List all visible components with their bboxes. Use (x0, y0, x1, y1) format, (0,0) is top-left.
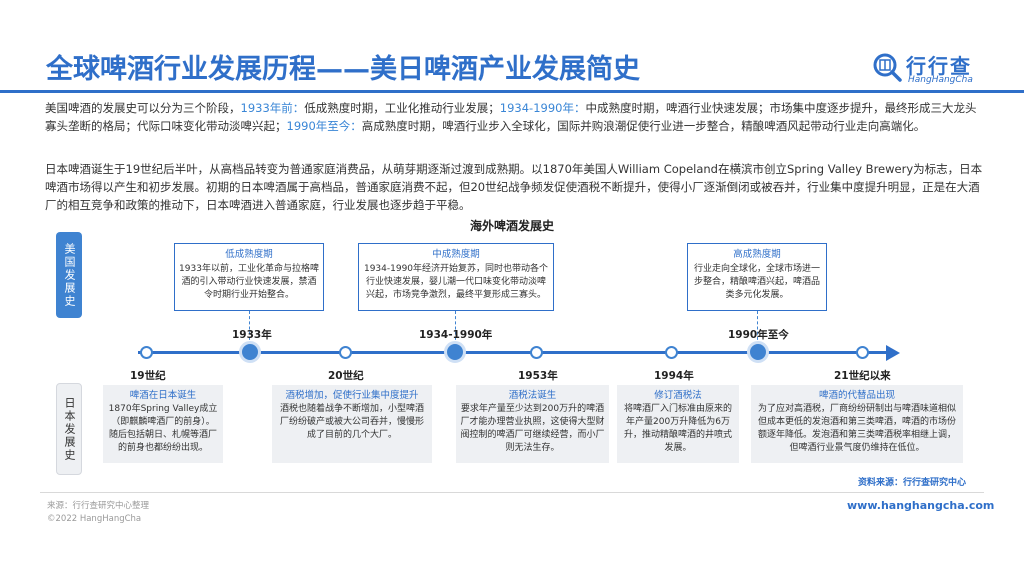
jp-event-title: 酒税法诞生 (508, 390, 557, 401)
intro-paragraph-japan: 日本啤酒诞生于19世纪后半叶，从高档品转变为普通家庭消费品，从萌芽期逐渐过渡到成… (45, 162, 983, 212)
us-timeline-label: 1934-1990年 (419, 329, 493, 341)
timeline-arrow-icon (886, 345, 900, 361)
website-link[interactable]: www.hanghangcha.com (847, 499, 995, 512)
jp-event-box-revision: 修订酒税法 将啤酒厂入门标准由原来的年产量200万升降低为6万升，推动精酿啤酒的… (617, 385, 739, 463)
jp-timeline-label: 1994年 (654, 370, 694, 382)
us-period-title: 低成熟度期 (225, 249, 273, 260)
jp-timeline-label: 1953年 (518, 370, 558, 382)
magnifier-logo-icon (872, 52, 902, 82)
connector-line (455, 311, 456, 345)
jp-timeline-label: 19世纪 (130, 370, 166, 382)
chart-source: 资料来源：行行查研究中心 (858, 478, 967, 488)
jp-event-text: 为了应对高酒税，厂商纷纷研制出与啤酒味道相似但成本更低的发泡酒和第三类啤酒，啤酒… (757, 404, 956, 453)
us-period-text: 行业走向全球化，全球市场进一步整合，精酿啤酒兴起，啤酒品类多元化发展。 (693, 264, 820, 300)
jp-event-title: 啤酒的代替品出现 (818, 390, 895, 401)
timeline-node (444, 341, 466, 363)
timeline-node (140, 346, 153, 359)
jp-event-title: 啤酒在日本诞生 (129, 390, 197, 401)
side-label-us: 美国发展史 (56, 232, 82, 318)
us-period-box-high: 高成熟度期 行业走向全球化，全球市场进一步整合，精酿啤酒兴起，啤酒品类多元化发展… (687, 243, 827, 311)
footer-copyright: ©2022 HangHangCha (47, 514, 142, 524)
jp-event-text: 将啤酒厂入门标准由原来的年产量200万升降低为6万升，推动精酿啤酒的井喷式发展。 (623, 404, 732, 453)
timeline-title: 海外啤酒发展史 (469, 219, 554, 233)
footer-divider (40, 492, 984, 493)
timeline-node (856, 346, 869, 359)
timeline-node (339, 346, 352, 359)
us-period-title: 中成熟度期 (432, 249, 480, 260)
timeline-node (747, 341, 769, 363)
timeline-node (239, 341, 261, 363)
us-period-text: 1933年以前，工业化革命与拉格啤酒的引入带动行业快速发展，禁酒令时期行业开始整… (179, 264, 319, 300)
jp-timeline-label: 21世纪以来 (834, 370, 891, 382)
jp-event-box-substitutes: 啤酒的代替品出现 为了应对高酒税，厂商纷纷研制出与啤酒味道相似但成本更低的发泡酒… (751, 385, 963, 463)
us-period-title: 高成熟度期 (733, 249, 781, 260)
jp-event-box-tax: 酒税增加，促使行业集中度提升 酒税也随着战争不断增加，小型啤酒厂纷纷破产或被大公… (272, 385, 432, 463)
timeline-axis (138, 351, 888, 354)
jp-event-text: 要求年产量至少达到200万升的啤酒厂才能办理营业执照，这使得大型财阀控制的啤酒厂… (460, 404, 605, 453)
us-timeline-label: 1990年至今 (728, 329, 789, 341)
us-timeline-label: 1933年 (232, 329, 272, 341)
side-label-japan: 日本发展史 (56, 383, 82, 475)
jp-event-title: 酒税增加，促使行业集中度提升 (285, 390, 419, 401)
us-period-text: 1934-1990年经济开始复苏，同时也带动各个行业快速发展，婴儿潮一代口味变化… (363, 264, 549, 300)
footer-source: 来源：行行查研究中心整理 (47, 501, 150, 511)
jp-event-box-birth: 啤酒在日本诞生 1870年Spring Valley成立（即麒麟啤酒厂的前身）。… (103, 385, 223, 463)
logo-text: 行行查 (906, 54, 972, 78)
connector-line (249, 311, 250, 345)
jp-event-title: 修订酒税法 (654, 390, 702, 401)
jp-event-text: 酒税也随着战争不断增加，小型啤酒厂纷纷破产或被大公司吞并，慢慢形成了目前的几个大… (279, 404, 424, 440)
jp-timeline-label: 20世纪 (328, 370, 364, 382)
jp-event-box-tax-law: 酒税法诞生 要求年产量至少达到200万升的啤酒厂才能办理营业执照，这使得大型财阀… (456, 385, 609, 463)
us-period-box-low: 低成熟度期 1933年以前，工业化革命与拉格啤酒的引入带动行业快速发展，禁酒令时… (174, 243, 324, 311)
logo-subtext: HangHangCha (908, 75, 973, 85)
jp-event-text: 1870年Spring Valley成立（即麒麟啤酒厂的前身）。随后包括朝日、札… (108, 404, 218, 453)
title-underline (0, 90, 1024, 93)
us-period-box-mid: 中成熟度期 1934-1990年经济开始复苏，同时也带动各个行业快速发展，婴儿潮… (358, 243, 554, 311)
intro-paragraph-us: 美国啤酒的发展史可以分为三个阶段，1933年前：低成熟度时期，工业化推动行业发展… (45, 101, 977, 133)
connector-line (757, 311, 758, 345)
page-title: 全球啤酒行业发展历程——美日啤酒产业发展简史 (46, 54, 640, 85)
timeline-node (665, 346, 678, 359)
timeline-node (530, 346, 543, 359)
